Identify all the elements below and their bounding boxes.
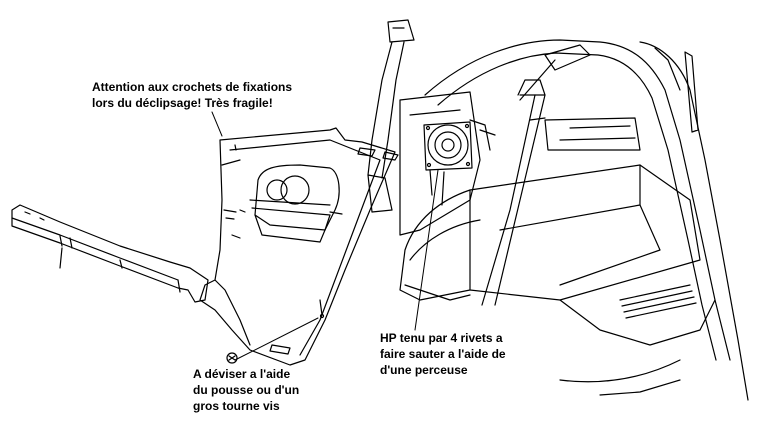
rear-quarter-trim-panel	[199, 127, 399, 366]
callout-line: Attention aux crochets de fixations	[92, 80, 293, 94]
callout-line: HP tenu par 4 rivets a	[380, 331, 503, 345]
callout-line: lors du déclipsage! Très fragile!	[92, 96, 273, 110]
sill-trim-strip	[11, 204, 209, 303]
callout-line: gros tourne vis	[193, 399, 280, 413]
callout-line: d'une perceuse	[380, 363, 468, 377]
speaker-rivets-callout: HP tenu par 4 rivets a faire sauter a l'…	[380, 330, 506, 378]
callout-line: faire sauter a l'aide de	[380, 347, 506, 361]
speaker	[423, 121, 473, 206]
leader-lines	[211, 111, 439, 361]
callout-line: A déviser a l'aide	[193, 367, 291, 381]
callout-line: du pousse ou d'un	[193, 383, 300, 397]
vehicle-interior	[367, 19, 749, 401]
screw-removal-callout: A déviser a l'aide du pousse ou d'un gro…	[193, 366, 299, 414]
clip-warning-callout: Attention aux crochets de fixations lors…	[92, 79, 292, 111]
screw	[226, 352, 238, 364]
